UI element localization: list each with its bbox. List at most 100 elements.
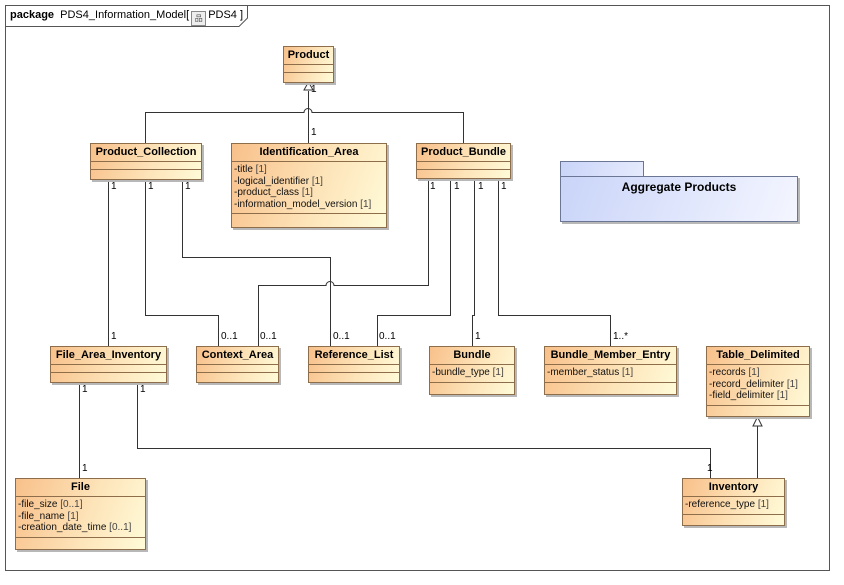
attribute-compartment — [91, 162, 201, 170]
package-name: Aggregate Products — [621, 180, 737, 194]
attribute-name: -bundle_type — [432, 367, 493, 378]
class-table-delimited[interactable]: Table_Delimited-records [1]-record_delim… — [706, 346, 810, 417]
class-product-collection[interactable]: Product_Collection — [90, 143, 202, 180]
attribute[interactable]: -field_delimiter [1] — [709, 390, 807, 402]
class-reference-list[interactable]: Reference_List — [308, 346, 400, 383]
attribute-name: -field_delimiter — [709, 390, 777, 401]
attribute[interactable]: -product_class [1] — [234, 187, 384, 199]
association-context-area-bundle[interactable] — [258, 179, 429, 346]
class-name: Bundle — [430, 347, 514, 365]
attribute[interactable]: -creation_date_time [0..1] — [18, 522, 143, 534]
class-bundle[interactable]: Bundle -bundle_type [1] — [429, 346, 515, 395]
attribute-name: -file_size — [18, 499, 61, 510]
attribute[interactable]: -member_status [1] — [547, 367, 674, 379]
class-name: Bundle_Member_Entry — [545, 347, 676, 365]
association-inventory[interactable] — [137, 383, 711, 478]
attribute-compartment — [197, 365, 278, 373]
multiplicity-label: 1 — [111, 331, 117, 342]
multiplicity-label: 1..* — [613, 331, 629, 342]
attribute-multiplicity: [1] — [622, 367, 634, 378]
multiplicity-label: 1 — [148, 181, 154, 192]
class-file-area-inventory[interactable]: File_Area_Inventory — [50, 346, 167, 383]
multiplicity-label: 1 — [475, 331, 481, 342]
association-reference-list-collection[interactable] — [182, 179, 331, 346]
association-context-area-collection[interactable] — [145, 179, 219, 346]
attribute-compartment: -bundle_type [1] — [430, 365, 514, 383]
multiplicity-label: 1 — [707, 463, 713, 474]
class-inventory[interactable]: Inventory -reference_type [1] — [682, 478, 785, 526]
attribute[interactable]: -reference_type [1] — [685, 499, 782, 511]
attribute-name: -member_status — [547, 367, 623, 378]
attribute-multiplicity: [1] — [360, 198, 372, 210]
class-identification-area[interactable]: Identification_Area-title [1]-logical_id… — [231, 143, 387, 228]
class-name: Reference_List — [309, 347, 399, 365]
attribute-compartment — [284, 65, 333, 73]
association-bundle-member-entry[interactable] — [498, 179, 611, 346]
class-name: Product_Collection — [91, 144, 201, 162]
frame-name: PDS4_Information_Model — [60, 9, 187, 21]
class-context-area[interactable]: Context_Area — [196, 346, 279, 383]
class-name: Inventory — [683, 479, 784, 497]
attribute-multiplicity: [1] — [786, 378, 798, 390]
attribute-multiplicity: [0..1] — [60, 499, 83, 510]
attribute[interactable]: -file_size [0..1] — [18, 499, 143, 511]
generalization-arrowhead[interactable] — [752, 415, 763, 427]
generalization-line[interactable] — [145, 108, 464, 144]
attribute-multiplicity: [1] — [311, 175, 323, 187]
attribute-compartment: -title [1]-logical_identifier [1]-produc… — [232, 162, 386, 214]
attribute-multiplicity: [1] — [255, 164, 267, 175]
multiplicity-label: 1 — [82, 384, 88, 395]
class-bundle-member-entry[interactable]: Bundle_Member_Entry -member_status [1] — [544, 346, 677, 395]
attribute-compartment: -records [1]-record_delimiter [1]-field_… — [707, 365, 809, 406]
class-product-bundle[interactable]: Product_Bundle — [416, 143, 511, 179]
attribute-compartment — [51, 365, 166, 373]
class-file[interactable]: File-file_size [0..1]-file_name [1]-crea… — [15, 478, 146, 550]
multiplicity-label: 1 — [311, 84, 317, 95]
attribute[interactable]: -record_delimiter [1] — [709, 379, 807, 391]
multiplicity-label: 1 — [111, 181, 117, 192]
class-product[interactable]: Product — [283, 46, 334, 83]
attribute[interactable]: -bundle_type [1] — [432, 367, 512, 379]
multiplicity-label: 0..1 — [221, 331, 238, 342]
attribute-multiplicity: [1] — [492, 367, 504, 378]
attribute[interactable]: -logical_identifier [1] — [234, 176, 384, 188]
frame-diagram-ref[interactable]: PDS4 — [208, 9, 237, 21]
class-name: File_Area_Inventory — [51, 347, 166, 365]
attribute-compartment: -member_status [1] — [545, 365, 676, 383]
attribute[interactable]: -title [1] — [234, 164, 384, 176]
frame-keyword: package — [10, 9, 55, 21]
multiplicity-label: 0..1 — [379, 331, 396, 342]
attribute-name: -creation_date_time — [18, 522, 110, 533]
attribute-multiplicity: [1] — [757, 499, 769, 510]
class-name: Identification_Area — [232, 144, 386, 162]
class-name: Product — [284, 47, 333, 65]
association-reference-list-bundle[interactable] — [377, 179, 451, 346]
attribute[interactable]: -records [1] — [709, 367, 807, 379]
attribute-compartment — [309, 365, 399, 373]
multiplicity-label: 1 — [430, 181, 436, 192]
attribute[interactable]: -file_name [1] — [18, 511, 143, 523]
multiplicity-label: 1 — [478, 181, 484, 192]
package-frame — [5, 5, 830, 571]
multiplicity-label: 0..1 — [260, 331, 277, 342]
class-name: Context_Area — [197, 347, 278, 365]
multiplicity-label: 1 — [311, 127, 317, 138]
attribute-name: -record_delimiter — [709, 378, 787, 390]
attribute-compartment: -reference_type [1] — [683, 497, 784, 515]
package-aggregate-products[interactable]: Aggregate Products — [560, 176, 798, 222]
package-tab — [560, 161, 644, 176]
attribute-name: -product_class — [234, 187, 302, 198]
attribute-multiplicity: [1] — [67, 510, 79, 522]
attribute-multiplicity: [1] — [301, 187, 313, 198]
multiplicity-label: 1 — [501, 181, 507, 192]
generalization-arrowhead[interactable] — [303, 80, 314, 91]
attribute-multiplicity: [0..1] — [109, 522, 132, 533]
attribute-name: -file_name — [18, 510, 68, 522]
class-name: Product_Bundle — [417, 144, 510, 162]
attribute-name: -logical_identifier — [234, 175, 312, 187]
attribute[interactable]: -information_model_version [1] — [234, 199, 384, 211]
attribute-multiplicity: [1] — [776, 390, 788, 401]
association-bundle[interactable] — [472, 179, 475, 346]
